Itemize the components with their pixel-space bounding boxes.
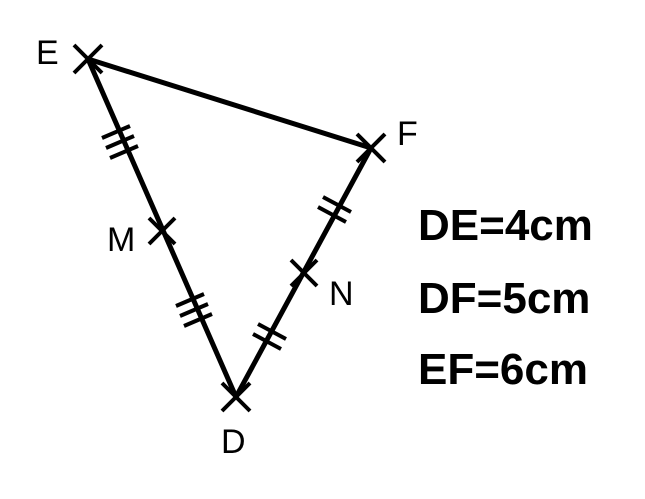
tick-marks-md <box>175 292 213 328</box>
label-n: N <box>329 275 354 313</box>
segment-ed <box>85 56 239 400</box>
label-d: D <box>221 423 246 461</box>
midpoint-m-mark <box>147 216 177 246</box>
tick-marks-fn <box>317 195 352 224</box>
measurement-ef: EF=6cm <box>418 345 588 394</box>
label-m: M <box>107 221 135 259</box>
midpoint-n-mark <box>289 258 319 288</box>
segment-ef <box>85 56 374 151</box>
tick-marks-em <box>101 124 139 160</box>
vertex-d-mark <box>220 381 252 413</box>
vertex-e-mark <box>72 43 104 75</box>
label-e: E <box>36 34 59 72</box>
measurement-df: DF=5cm <box>418 274 590 323</box>
measurement-de: DE=4cm <box>418 201 593 250</box>
label-f: F <box>397 115 418 153</box>
tick-marks-nd <box>252 322 287 351</box>
vertex-f-mark <box>355 132 387 164</box>
